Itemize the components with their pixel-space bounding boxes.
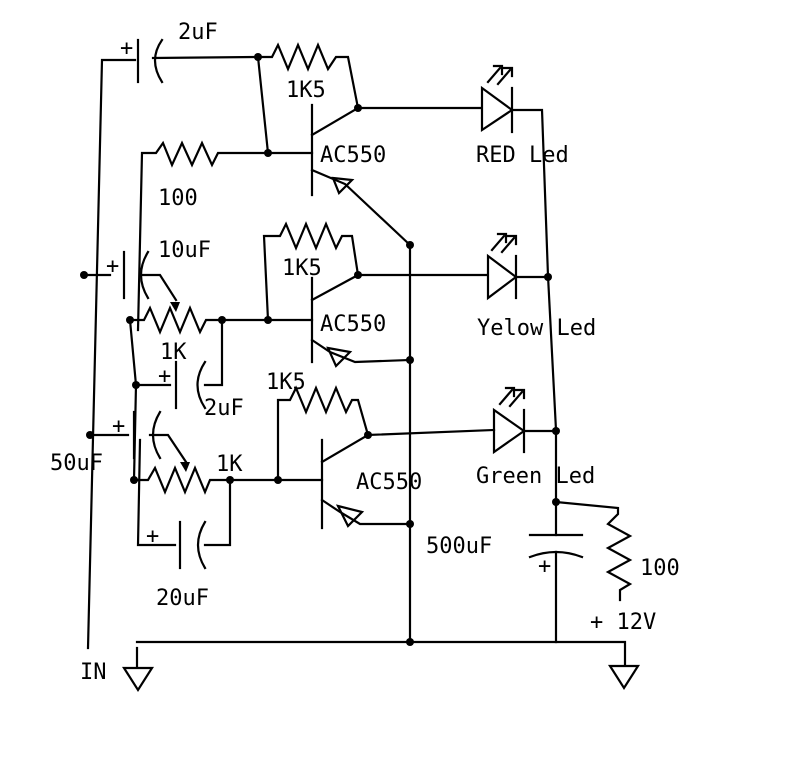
label-led1: RED Led: [476, 143, 569, 168]
label-res-r4: 1K5: [266, 370, 306, 395]
label-res-r3: 1K5: [282, 256, 322, 281]
q1-base-link: [256, 55, 270, 155]
plus-mark-c5: +: [538, 554, 552, 579]
led-yellow: [486, 232, 550, 301]
junction-dots: [80, 53, 560, 646]
transistor-q3: [320, 433, 412, 530]
label-pot1: 1K: [160, 340, 187, 365]
ground-bus: [135, 640, 641, 691]
label-led3: Green Led: [476, 464, 596, 489]
label-supply: + 12V: [590, 610, 657, 635]
transistor-q1: [310, 103, 412, 247]
capacitor-c5: [528, 498, 584, 644]
led-green: [492, 386, 558, 455]
label-cap-c3: 2uF: [204, 396, 244, 421]
label-res-r1: 1K5: [286, 78, 326, 103]
capacitor-c1: [136, 38, 260, 84]
label-cap-c4: 50uF: [50, 451, 103, 476]
label-cap-c6: 20uF: [156, 586, 209, 611]
potentiometer-p2: [132, 462, 324, 547]
label-cap-c5: 500uF: [426, 534, 493, 559]
plus-mark-c6: +: [146, 524, 160, 549]
input-wire: [86, 58, 137, 650]
potentiometer-p1: [128, 302, 314, 387]
label-res-r2: 100: [158, 186, 198, 211]
label-cap-c1: 2uF: [178, 20, 218, 45]
label-q3: AC550: [356, 470, 423, 495]
label-led2: Yelow Led: [477, 316, 597, 341]
label-cap-c2: 10uF: [158, 238, 211, 263]
label-pot2: 1K: [216, 452, 243, 477]
resistor-r1: [256, 42, 360, 110]
resistor-r5: [554, 500, 633, 602]
plus-mark-c1: +: [120, 36, 134, 61]
plus-mark-c4: +: [112, 414, 126, 439]
resistor-r2: [136, 140, 314, 332]
capacitor-c6: [136, 438, 207, 570]
plus-mark-c2: +: [106, 254, 120, 279]
transistor-q2: [310, 273, 412, 368]
resistor-r4: [276, 385, 370, 482]
label-q2: AC550: [320, 312, 387, 337]
q3-collector-wire: [366, 428, 496, 437]
label-q1: AC550: [320, 143, 387, 168]
capacitor-c4: [88, 410, 188, 464]
label-input: IN: [80, 660, 107, 685]
plus-mark-c3: +: [158, 364, 172, 389]
capacitor-c2: [82, 250, 178, 302]
label-res-r5: 100: [640, 556, 680, 581]
input-ground-symbol: [121, 646, 155, 693]
resistor-r3: [262, 221, 360, 322]
